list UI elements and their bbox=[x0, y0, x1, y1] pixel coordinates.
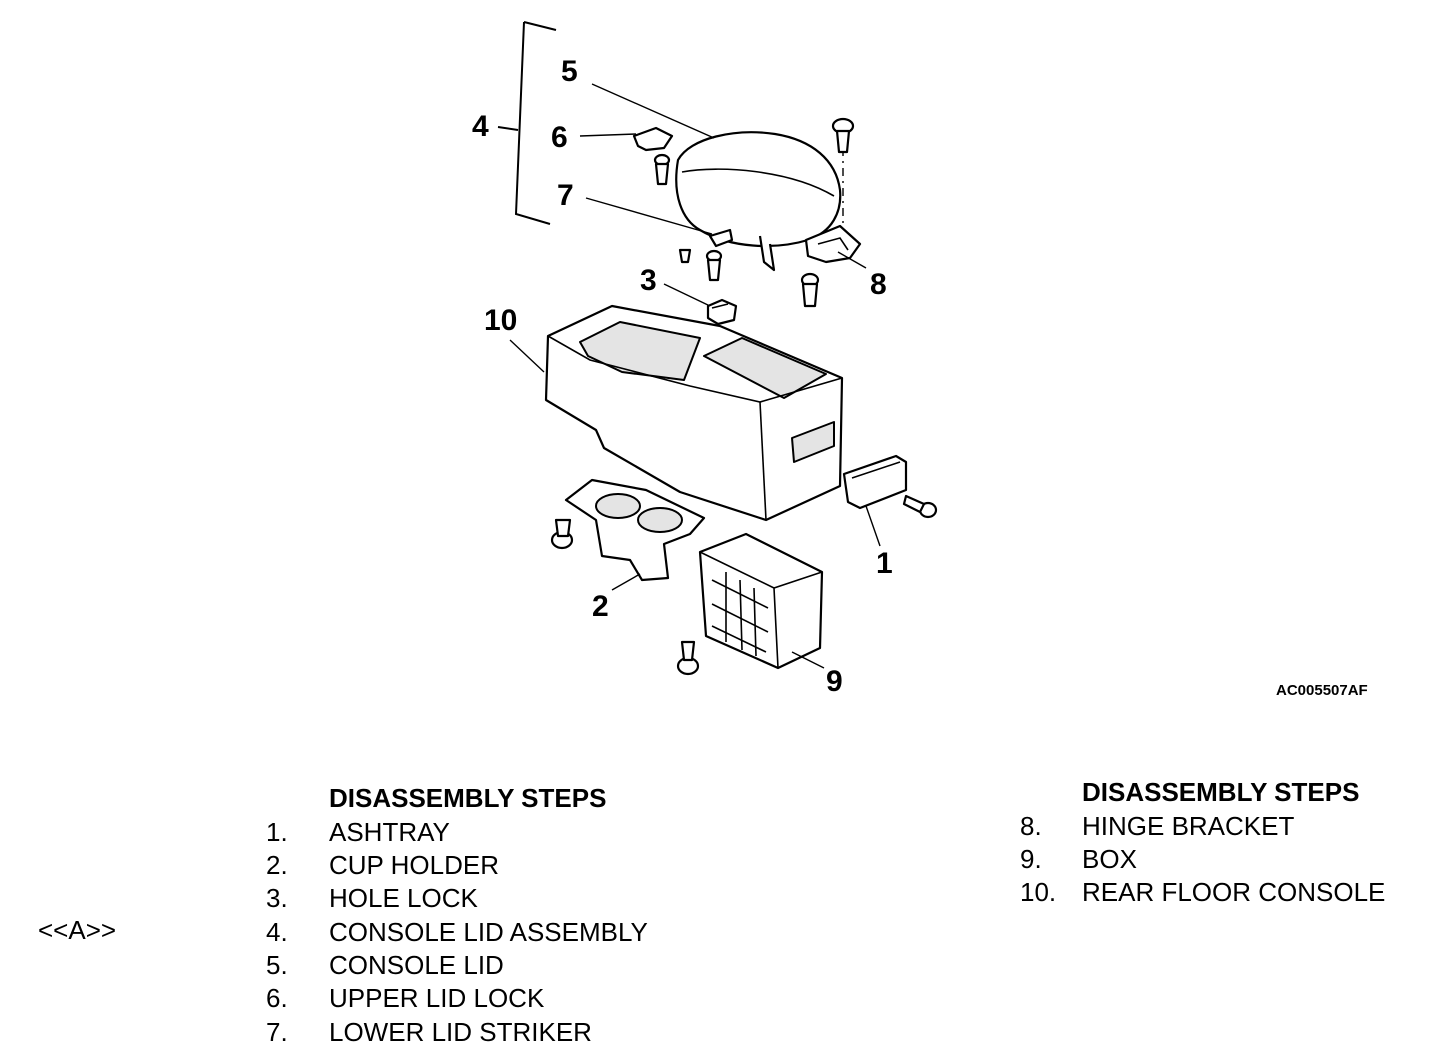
callout-8: 8 bbox=[870, 268, 887, 301]
step-name: HOLE LOCK bbox=[329, 883, 478, 913]
box bbox=[698, 532, 824, 670]
screw-9 bbox=[676, 640, 700, 676]
callout-10: 10 bbox=[484, 304, 517, 337]
step-num: 9. bbox=[1020, 844, 1042, 874]
steps-right-heading: DISASSEMBLY STEPS bbox=[1082, 777, 1360, 807]
step-name: HINGE BRACKET bbox=[1082, 811, 1295, 841]
step-num: 7. bbox=[266, 1017, 288, 1047]
step-num: 1. bbox=[266, 817, 288, 847]
callout-4: 4 bbox=[472, 110, 489, 143]
callout-5: 5 bbox=[561, 55, 578, 88]
screw-2 bbox=[550, 518, 574, 550]
step-num: 10. bbox=[1020, 877, 1057, 907]
note-a: <<A>> bbox=[38, 915, 117, 945]
step-name: LOWER LID STRIKER bbox=[329, 1017, 592, 1047]
callout-2: 2 bbox=[592, 590, 609, 623]
screw-6 bbox=[653, 153, 671, 186]
step-num: 4. bbox=[266, 917, 288, 947]
callout-6: 6 bbox=[551, 121, 568, 154]
step-name: REAR FLOOR CONSOLE bbox=[1082, 877, 1386, 907]
hole-lock bbox=[706, 298, 738, 326]
steps-right: DISASSEMBLY STEPS 8. HINGE BRACKET 9. BO… bbox=[1020, 776, 1440, 916]
steps-left-heading: DISASSEMBLY STEPS bbox=[329, 783, 607, 813]
screw-7b bbox=[705, 249, 723, 282]
console-lid bbox=[675, 131, 842, 272]
hinge-bracket bbox=[804, 148, 862, 264]
assembly-bracket bbox=[497, 21, 557, 225]
step-num: 6. bbox=[266, 983, 288, 1013]
screw-8-top bbox=[831, 117, 855, 154]
screw-1 bbox=[902, 494, 938, 519]
step-name: CONSOLE LID ASSEMBLY bbox=[329, 917, 648, 947]
exploded-diagram: 1 2 3 4 5 6 7 8 9 10 AC005507AF bbox=[472, 21, 1368, 699]
callout-7: 7 bbox=[557, 179, 574, 212]
step-num: 3. bbox=[266, 883, 288, 913]
step-name: ASHTRAY bbox=[329, 817, 450, 847]
step-name: UPPER LID LOCK bbox=[329, 983, 545, 1013]
step-num: 5. bbox=[266, 950, 288, 980]
steps-left: DISASSEMBLY STEPS 1. ASHTRAY 2. CUP HOLD… bbox=[266, 782, 706, 1052]
step-name: CONSOLE LID bbox=[329, 950, 504, 980]
screw-8-bottom bbox=[800, 272, 820, 308]
callout-3: 3 bbox=[640, 264, 657, 297]
step-name: BOX bbox=[1082, 844, 1137, 874]
ashtray bbox=[842, 454, 908, 510]
upper-lid-lock bbox=[632, 126, 674, 152]
step-num: 8. bbox=[1020, 811, 1042, 841]
callout-9: 9 bbox=[826, 665, 843, 698]
step-name: CUP HOLDER bbox=[329, 850, 500, 880]
rear-floor-console bbox=[544, 304, 844, 522]
lower-lid-striker bbox=[708, 228, 734, 248]
callout-1: 1 bbox=[876, 547, 893, 580]
figure-id: AC005507AF bbox=[1276, 682, 1368, 699]
leader-lines bbox=[509, 83, 881, 669]
screw-7a bbox=[678, 248, 692, 264]
cup-holder bbox=[564, 478, 706, 582]
step-num: 2. bbox=[266, 850, 288, 880]
